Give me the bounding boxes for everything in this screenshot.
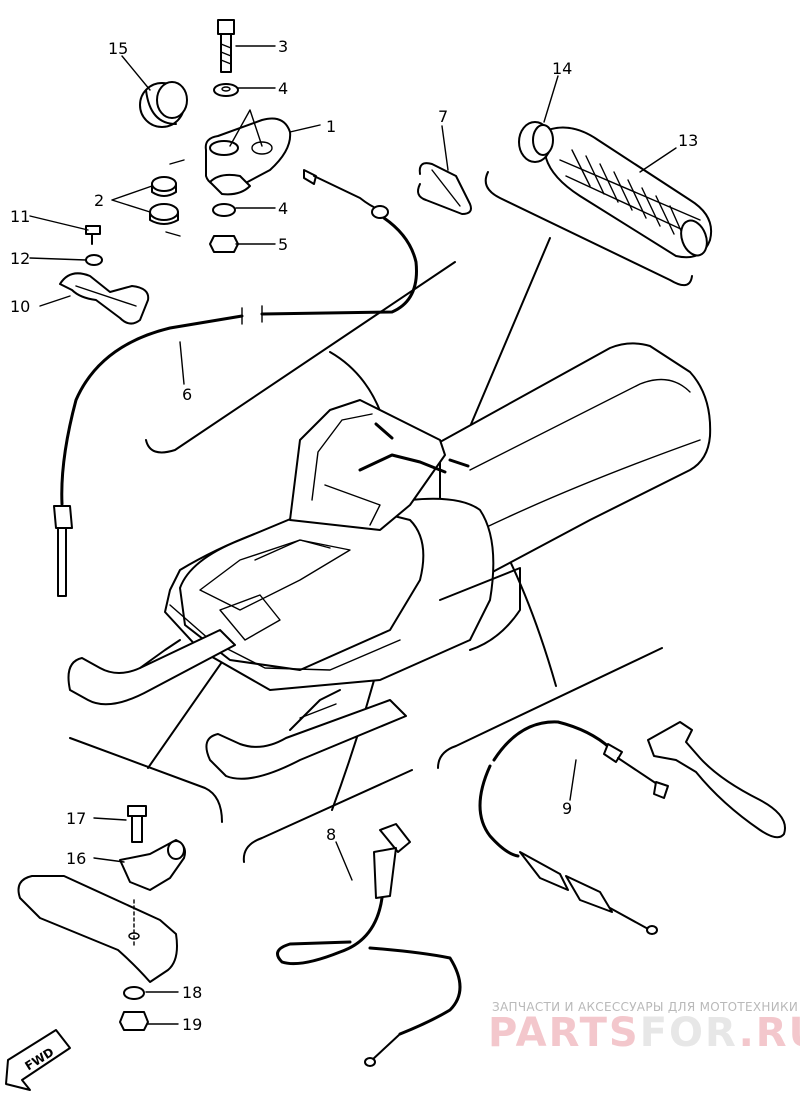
callout-6: 6 bbox=[182, 385, 192, 404]
hood-vent-2 bbox=[219, 594, 281, 641]
handlebar bbox=[358, 453, 447, 474]
ski-right bbox=[205, 699, 407, 780]
divider-lower-mid bbox=[242, 769, 413, 863]
watermark-tagline: ЗАПЧАСТИ И АКСЕССУАРЫ ДЛЯ МОТОТЕХНИКИ bbox=[492, 1000, 799, 1014]
callout-11: 11 bbox=[10, 207, 30, 226]
callout-1: 1 bbox=[326, 117, 336, 136]
callout-4-top: 4 bbox=[278, 79, 288, 98]
brake-cable-9 bbox=[478, 720, 669, 935]
callout-17: 17 bbox=[66, 809, 86, 828]
cable-9-housing-b bbox=[492, 720, 612, 762]
watermark-brand: PARTSFOR.RU bbox=[488, 1010, 800, 1056]
fwd-arrow: FWD bbox=[5, 1029, 71, 1091]
divider-upper-right bbox=[484, 171, 693, 287]
callout-18: 18 bbox=[182, 983, 202, 1002]
bolt-3-thread bbox=[220, 43, 232, 65]
hood-line bbox=[254, 539, 331, 561]
callout-13: 13 bbox=[678, 131, 698, 150]
rear-bracket-assembly bbox=[17, 805, 186, 1031]
cable-8-housing-b bbox=[368, 946, 462, 1036]
section-dividers bbox=[69, 171, 693, 863]
bolt-17-head bbox=[127, 805, 147, 817]
bumper-line bbox=[169, 604, 401, 671]
callout-5: 5 bbox=[278, 235, 288, 254]
divider-lower-right bbox=[437, 647, 663, 769]
hood-vent bbox=[199, 539, 351, 611]
callout-2: 2 bbox=[94, 191, 104, 210]
cable-8-knob bbox=[379, 823, 411, 853]
seat-seam bbox=[469, 378, 691, 471]
bushing-2-lower bbox=[149, 203, 179, 221]
cable-clamp-10 bbox=[59, 272, 150, 325]
brake-lever bbox=[647, 721, 786, 839]
fwd-arrow-shape bbox=[5, 1029, 71, 1091]
cable-9-upper-end bbox=[617, 757, 661, 787]
callout-10: 10 bbox=[10, 297, 30, 316]
callout-9: 9 bbox=[562, 799, 572, 818]
cable-6-housing-b bbox=[60, 314, 244, 506]
clip-7-body bbox=[417, 162, 472, 215]
washer-4-lower bbox=[212, 203, 236, 217]
cable-6-adjuster bbox=[53, 505, 73, 529]
ski-left-leg bbox=[139, 639, 181, 669]
watermark-brand-mid: FOR bbox=[639, 1010, 739, 1056]
ski-left bbox=[67, 629, 236, 706]
watermark-brand-left: PARTS bbox=[488, 1010, 640, 1056]
side-panel bbox=[439, 567, 521, 651]
seat bbox=[439, 342, 712, 601]
callout-16: 16 bbox=[66, 849, 86, 868]
bolt-3-shank bbox=[220, 33, 232, 73]
nut-5 bbox=[209, 235, 239, 253]
callout-leaders bbox=[29, 45, 677, 1025]
windshield-inner bbox=[311, 413, 373, 501]
callout-8: 8 bbox=[326, 825, 336, 844]
callout-14: 14 bbox=[552, 59, 572, 78]
mounting-plate bbox=[17, 875, 178, 983]
bushing-2-upper bbox=[151, 176, 177, 192]
callout-4-lower: 4 bbox=[278, 199, 288, 218]
choke-cable-8 bbox=[276, 823, 462, 1067]
throttle-assembly bbox=[59, 19, 292, 325]
grip-left bbox=[374, 422, 394, 440]
divider-lower-left bbox=[69, 737, 223, 823]
ski-right-leg bbox=[289, 689, 341, 731]
washer-4-top bbox=[213, 83, 239, 97]
cable-6-housing-a bbox=[260, 216, 418, 316]
bushing-brace bbox=[165, 159, 185, 237]
screw-11 bbox=[85, 225, 101, 235]
dash-box bbox=[324, 484, 381, 526]
callout-12: 12 bbox=[10, 249, 30, 268]
cable-9-lower-end bbox=[609, 907, 651, 931]
washer-18 bbox=[123, 986, 145, 1000]
watermark-brand-right: .RU bbox=[738, 1010, 800, 1056]
cable-8-housing-a bbox=[276, 896, 384, 966]
callout-15: 15 bbox=[108, 39, 128, 58]
cable-clip-7 bbox=[417, 162, 472, 215]
throttle-cable-6 bbox=[53, 169, 418, 597]
callout-numbers: 15 3 4 1 7 14 13 2 4 11 5 12 10 6 17 16 … bbox=[10, 37, 698, 1034]
brake-lever-body bbox=[647, 721, 786, 839]
grip-texture bbox=[559, 149, 701, 243]
divider-upper-left bbox=[145, 261, 456, 454]
snowmobile-body bbox=[67, 342, 712, 780]
cable-6-end bbox=[313, 175, 381, 211]
cable-9-housing-a bbox=[478, 764, 520, 858]
ski-right-spring bbox=[299, 703, 337, 719]
bolt-3-head bbox=[217, 19, 235, 35]
grip-assembly bbox=[518, 121, 712, 259]
hood bbox=[179, 499, 425, 671]
callout-3: 3 bbox=[278, 37, 288, 56]
callout-7: 7 bbox=[438, 107, 448, 126]
grip-right bbox=[448, 458, 470, 468]
washer-12 bbox=[85, 254, 103, 266]
cable-9-adjuster bbox=[519, 851, 569, 891]
nut-19 bbox=[119, 1011, 149, 1031]
callout-19: 19 bbox=[182, 1015, 202, 1034]
cable-8-end bbox=[371, 1033, 401, 1061]
